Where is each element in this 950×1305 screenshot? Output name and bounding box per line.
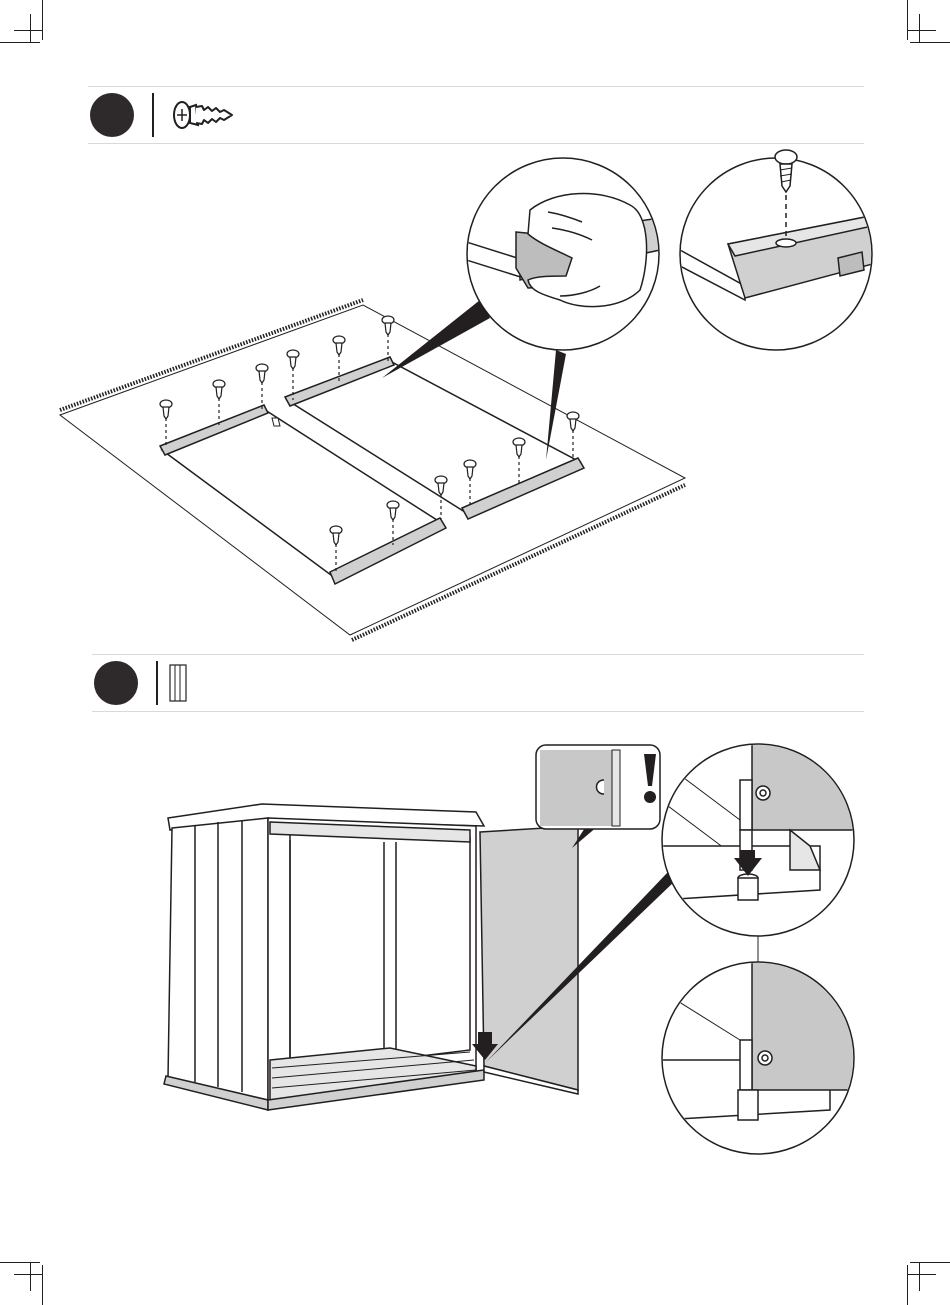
screw-icon: [567, 412, 579, 460]
door-installation-illustration: [0, 712, 950, 1172]
step-number-badge: [90, 93, 134, 137]
door-panel-icon: [168, 663, 188, 703]
screw-icon: [213, 380, 225, 425]
step-header-2: [92, 654, 864, 712]
screw-icon: [256, 364, 268, 410]
screw-icon: [160, 400, 172, 446]
step-header-1: [88, 86, 864, 144]
step-separator: [152, 93, 154, 137]
step-separator: [156, 661, 158, 705]
floor-panel-assembly-illustration: [0, 145, 950, 645]
screw-icon: [382, 316, 394, 362]
self-tapping-screw-icon: [172, 95, 236, 135]
step-number-badge: [94, 661, 138, 705]
